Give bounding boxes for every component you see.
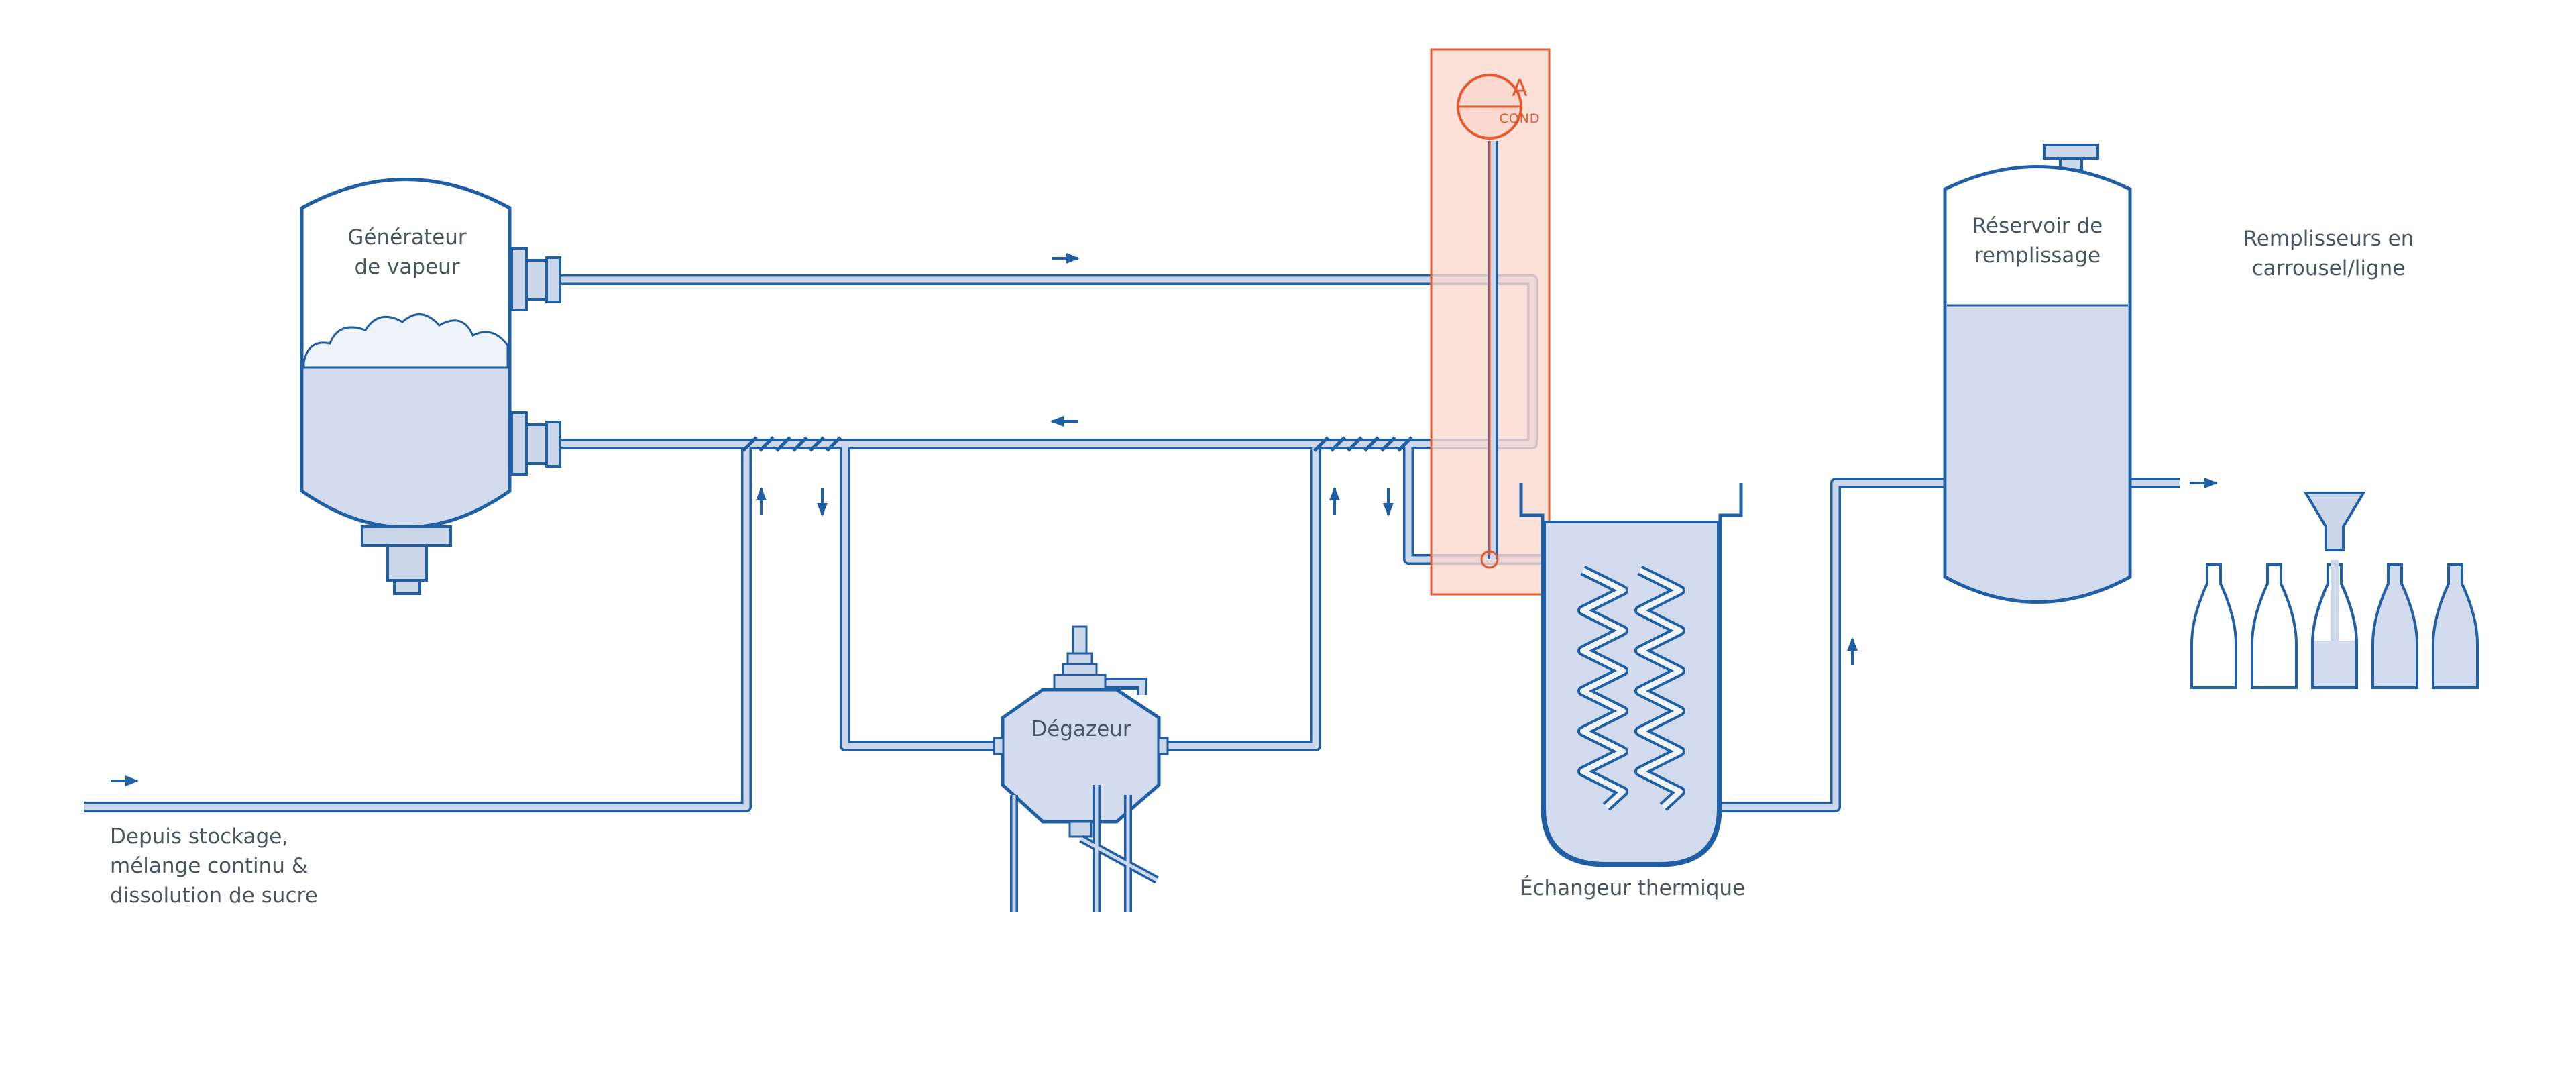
fillers-label: Remplisseurs en carrousel/ligne bbox=[2243, 224, 2414, 283]
coil-icon bbox=[1577, 565, 1685, 811]
filling-tank-label: Réservoir de remplissage bbox=[1972, 211, 2103, 270]
funnel-icon bbox=[2303, 492, 2366, 551]
bottle-icon bbox=[2311, 560, 2358, 689]
sensor-type: COND bbox=[1499, 111, 1541, 126]
degasser bbox=[993, 625, 1169, 912]
source-label: Depuis stockage, mélange continu & disso… bbox=[110, 822, 318, 910]
fillers-label-line1: Remplisseurs en bbox=[2243, 227, 2414, 251]
steam-generator-label-line2: de vapeur bbox=[354, 255, 460, 279]
source-label-line1: Depuis stockage, bbox=[110, 824, 289, 849]
bottle-icon bbox=[2432, 563, 2479, 689]
heat-exchanger bbox=[1519, 483, 1743, 867]
bottle-icon bbox=[2251, 563, 2298, 689]
source-label-line2: mélange continu & bbox=[110, 854, 308, 878]
steam-generator-label: Générateur de vapeur bbox=[347, 223, 466, 282]
degasser-label: Dégazeur bbox=[1031, 717, 1131, 741]
fillers-label-line2: carrousel/ligne bbox=[2251, 256, 2406, 280]
filling-tank-label-line2: remplissage bbox=[1974, 244, 2101, 268]
filling-tank-label-line1: Réservoir de bbox=[1972, 214, 2103, 238]
heat-exchanger-label: Échangeur thermique bbox=[1519, 876, 1746, 900]
filling-tank bbox=[1943, 144, 2132, 604]
steam-generator bbox=[300, 178, 561, 595]
flow-arrow-icon bbox=[111, 253, 2218, 786]
steam-generator-label-line1: Générateur bbox=[347, 225, 467, 250]
bottles bbox=[2190, 492, 2479, 689]
conductivity-sensor bbox=[1430, 48, 1551, 596]
source-label-line3: dissolution de sucre bbox=[110, 883, 318, 908]
cloud-steam-icon bbox=[302, 313, 509, 369]
bottle-icon bbox=[2190, 563, 2237, 689]
sensor-letter: A bbox=[1512, 75, 1528, 102]
coil-icon bbox=[742, 436, 1413, 452]
bottle-icon bbox=[2371, 563, 2418, 689]
